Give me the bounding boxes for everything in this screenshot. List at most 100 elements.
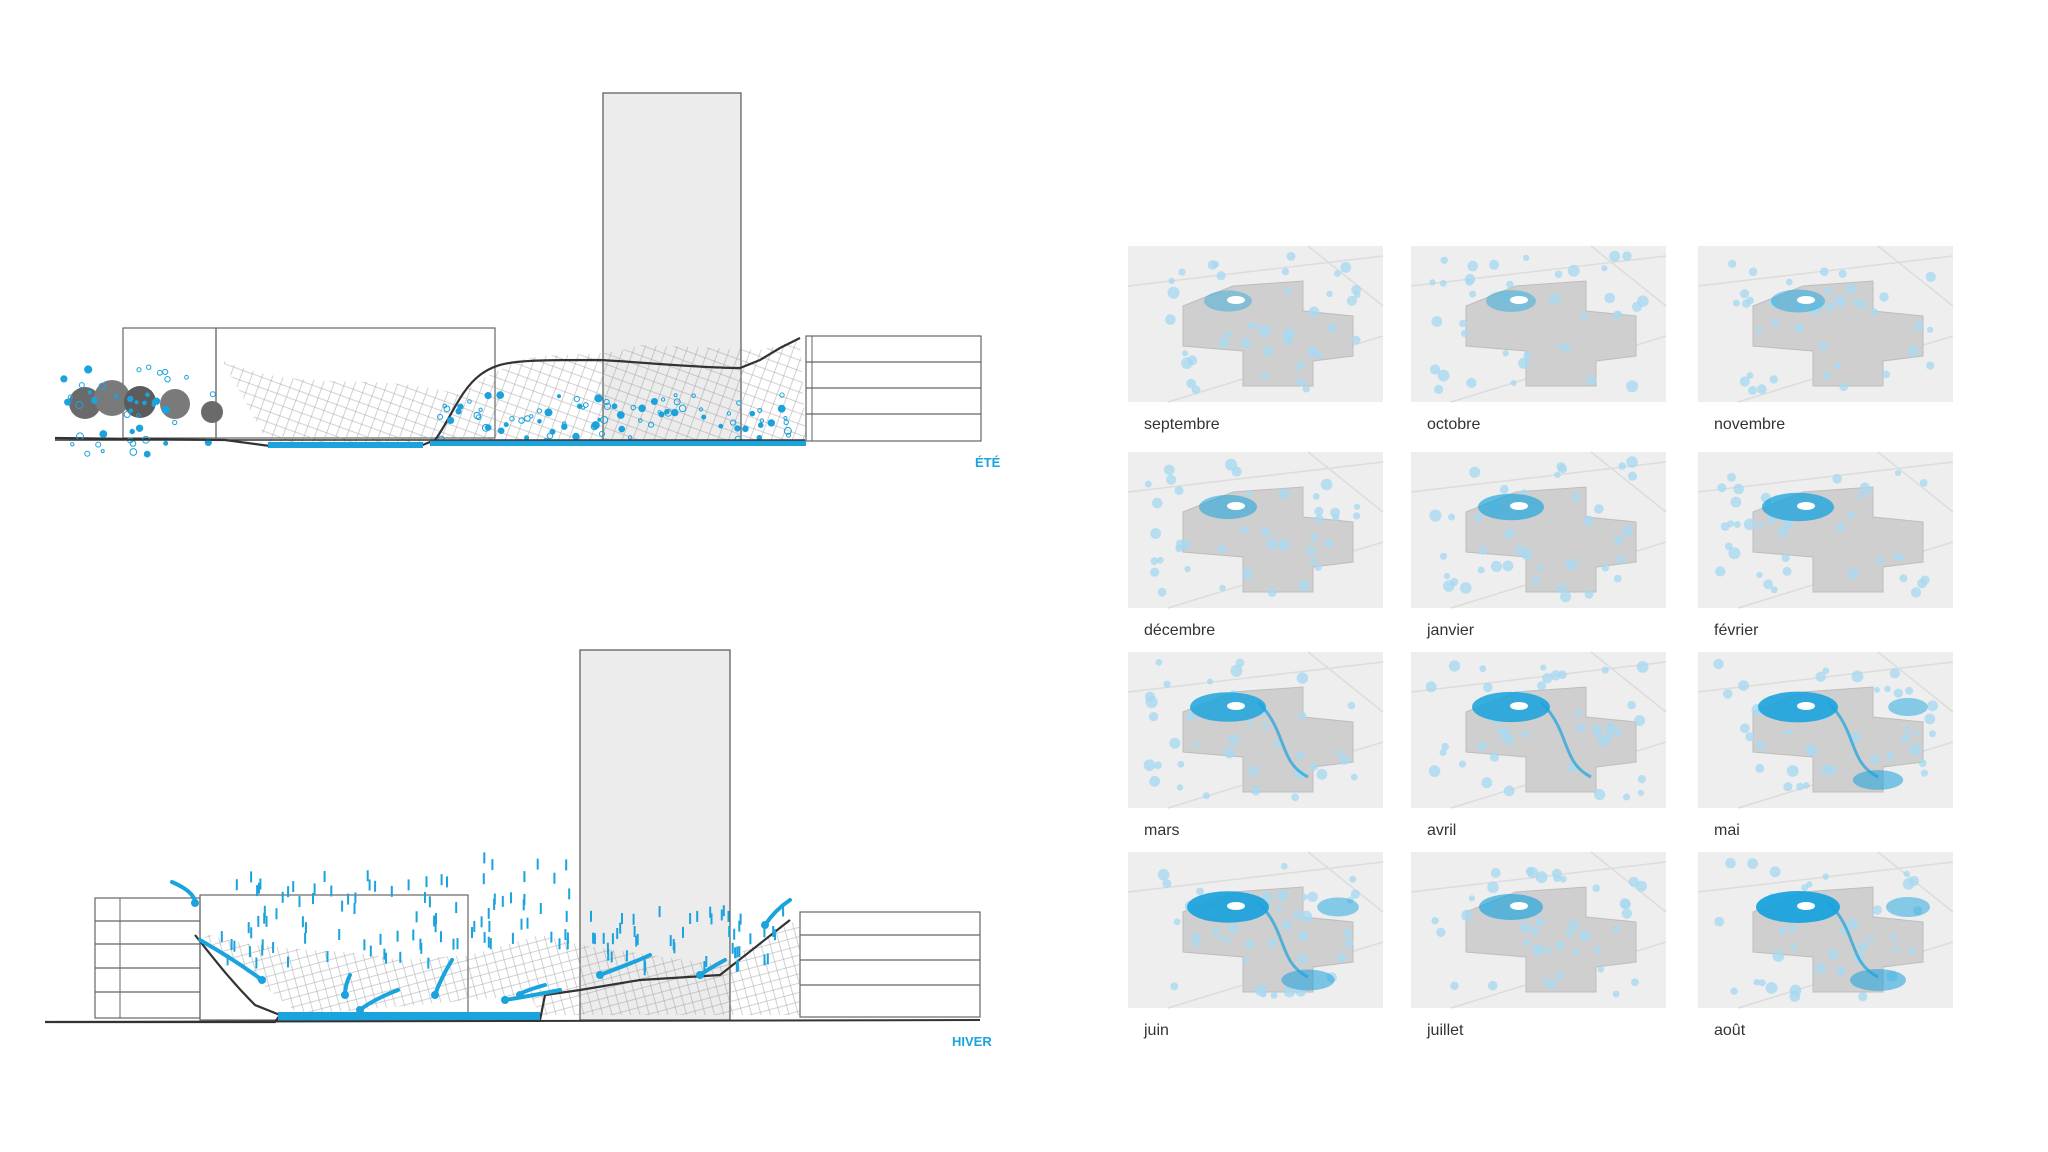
tree-dot [1927,326,1934,333]
tree-dot [1502,560,1514,572]
month-label: avril [1427,822,1456,839]
tree-dot [1428,765,1441,777]
tree-dot [1907,346,1919,357]
tree-dot [1788,924,1796,933]
water-bubble [618,425,626,433]
tree-dot [1499,485,1509,494]
tree-dot [1583,515,1594,527]
tree-dot [1294,363,1302,371]
tree-dot [1467,260,1478,272]
tree-dot [1487,881,1499,894]
tree-dot [1858,992,1868,1002]
tree-dot [1174,486,1184,496]
tree-dot [1278,488,1290,499]
month-map: juin [1127,851,1384,1039]
tree-dot [1755,763,1765,773]
tree-dot [1592,884,1601,892]
tree-dot [1178,268,1186,276]
tree-dot [1790,944,1798,952]
water-bubble [698,407,704,412]
tree-dot [1913,729,1920,736]
water-bubble [475,414,482,421]
tree-dot [1551,868,1562,879]
tree-dot [1503,733,1514,745]
tree-dot [1246,322,1254,329]
tree-dot [1839,382,1848,392]
tree-dot [1601,666,1609,674]
tree-dot [1181,539,1191,550]
pond-island [1797,902,1815,910]
tree-dot [1834,362,1841,370]
tree-dot [1270,991,1278,999]
water-bubble [136,413,141,418]
tree-dot [1155,659,1163,666]
tree-dot [1918,759,1927,768]
winter-runoff-arrows [170,880,792,1014]
water-bubble [496,391,505,400]
tree-dot [1567,264,1580,277]
water-bubble [136,367,142,373]
tree-dot [1302,385,1310,393]
tree-dot [1560,591,1572,603]
tree-dot [1769,866,1781,878]
water-bubble [99,430,108,438]
pond-island [1510,296,1528,304]
tree-dot [1879,292,1889,302]
tree-dot [1324,538,1334,548]
water-bubble [100,449,105,454]
pond-island [1227,296,1245,304]
tree-dot [1728,259,1737,268]
tree-dot [1920,575,1930,585]
summer-water-band [430,440,806,446]
tree-dot [1518,357,1530,369]
tree-dot [1144,480,1152,488]
tree-dot [1307,346,1319,358]
water-bubble [128,408,134,413]
tree-dot [1558,464,1568,474]
tree-dot [1536,565,1544,573]
tree-dot [1339,754,1350,765]
runoff-arrow [763,898,792,927]
tree-dot [1349,875,1357,883]
tree-dot [1157,587,1167,597]
tree-dot [1193,742,1200,749]
month-label: mai [1714,822,1740,839]
tree-dot [1903,870,1911,878]
tree-dot [1466,377,1477,388]
water-bubble [611,403,618,410]
winter-left-building [94,897,201,1019]
tree-dot [1580,311,1589,320]
tree-dot [1263,345,1274,357]
water-bubble [734,425,741,432]
tree-dot [1300,910,1313,923]
tree-dot [1766,515,1776,525]
tree-dot [1461,909,1473,921]
water-bubble [129,428,135,435]
water-bubble [84,366,90,371]
water-bubble [678,404,687,413]
tree-dot [1149,775,1160,787]
water-bubble [467,399,472,404]
tree-dot [1443,573,1451,580]
month-map: août [1697,851,1954,1039]
tree-dot [1469,290,1477,298]
tree-dot [1626,380,1639,393]
tree-dot [1631,978,1639,987]
tree-dot [1523,938,1531,946]
summer-left-building-a [122,327,217,439]
tree-dot [1261,373,1270,381]
summer-pond-water [268,442,423,448]
tree-dot [1219,584,1226,592]
water-bubble [638,404,646,413]
tree-dot [1746,372,1754,379]
tree-dot [1531,576,1541,586]
runoff-arrow-head [696,971,704,979]
tree-dot [1822,873,1830,880]
tree-dot [1437,369,1450,382]
tree-dot [1292,910,1302,920]
winter-pond-water [278,1012,540,1022]
runoff-arrow [503,988,562,1002]
tree-dot [1732,299,1740,307]
tree-dot [1613,925,1621,933]
runoff-arrow-head [431,991,439,999]
